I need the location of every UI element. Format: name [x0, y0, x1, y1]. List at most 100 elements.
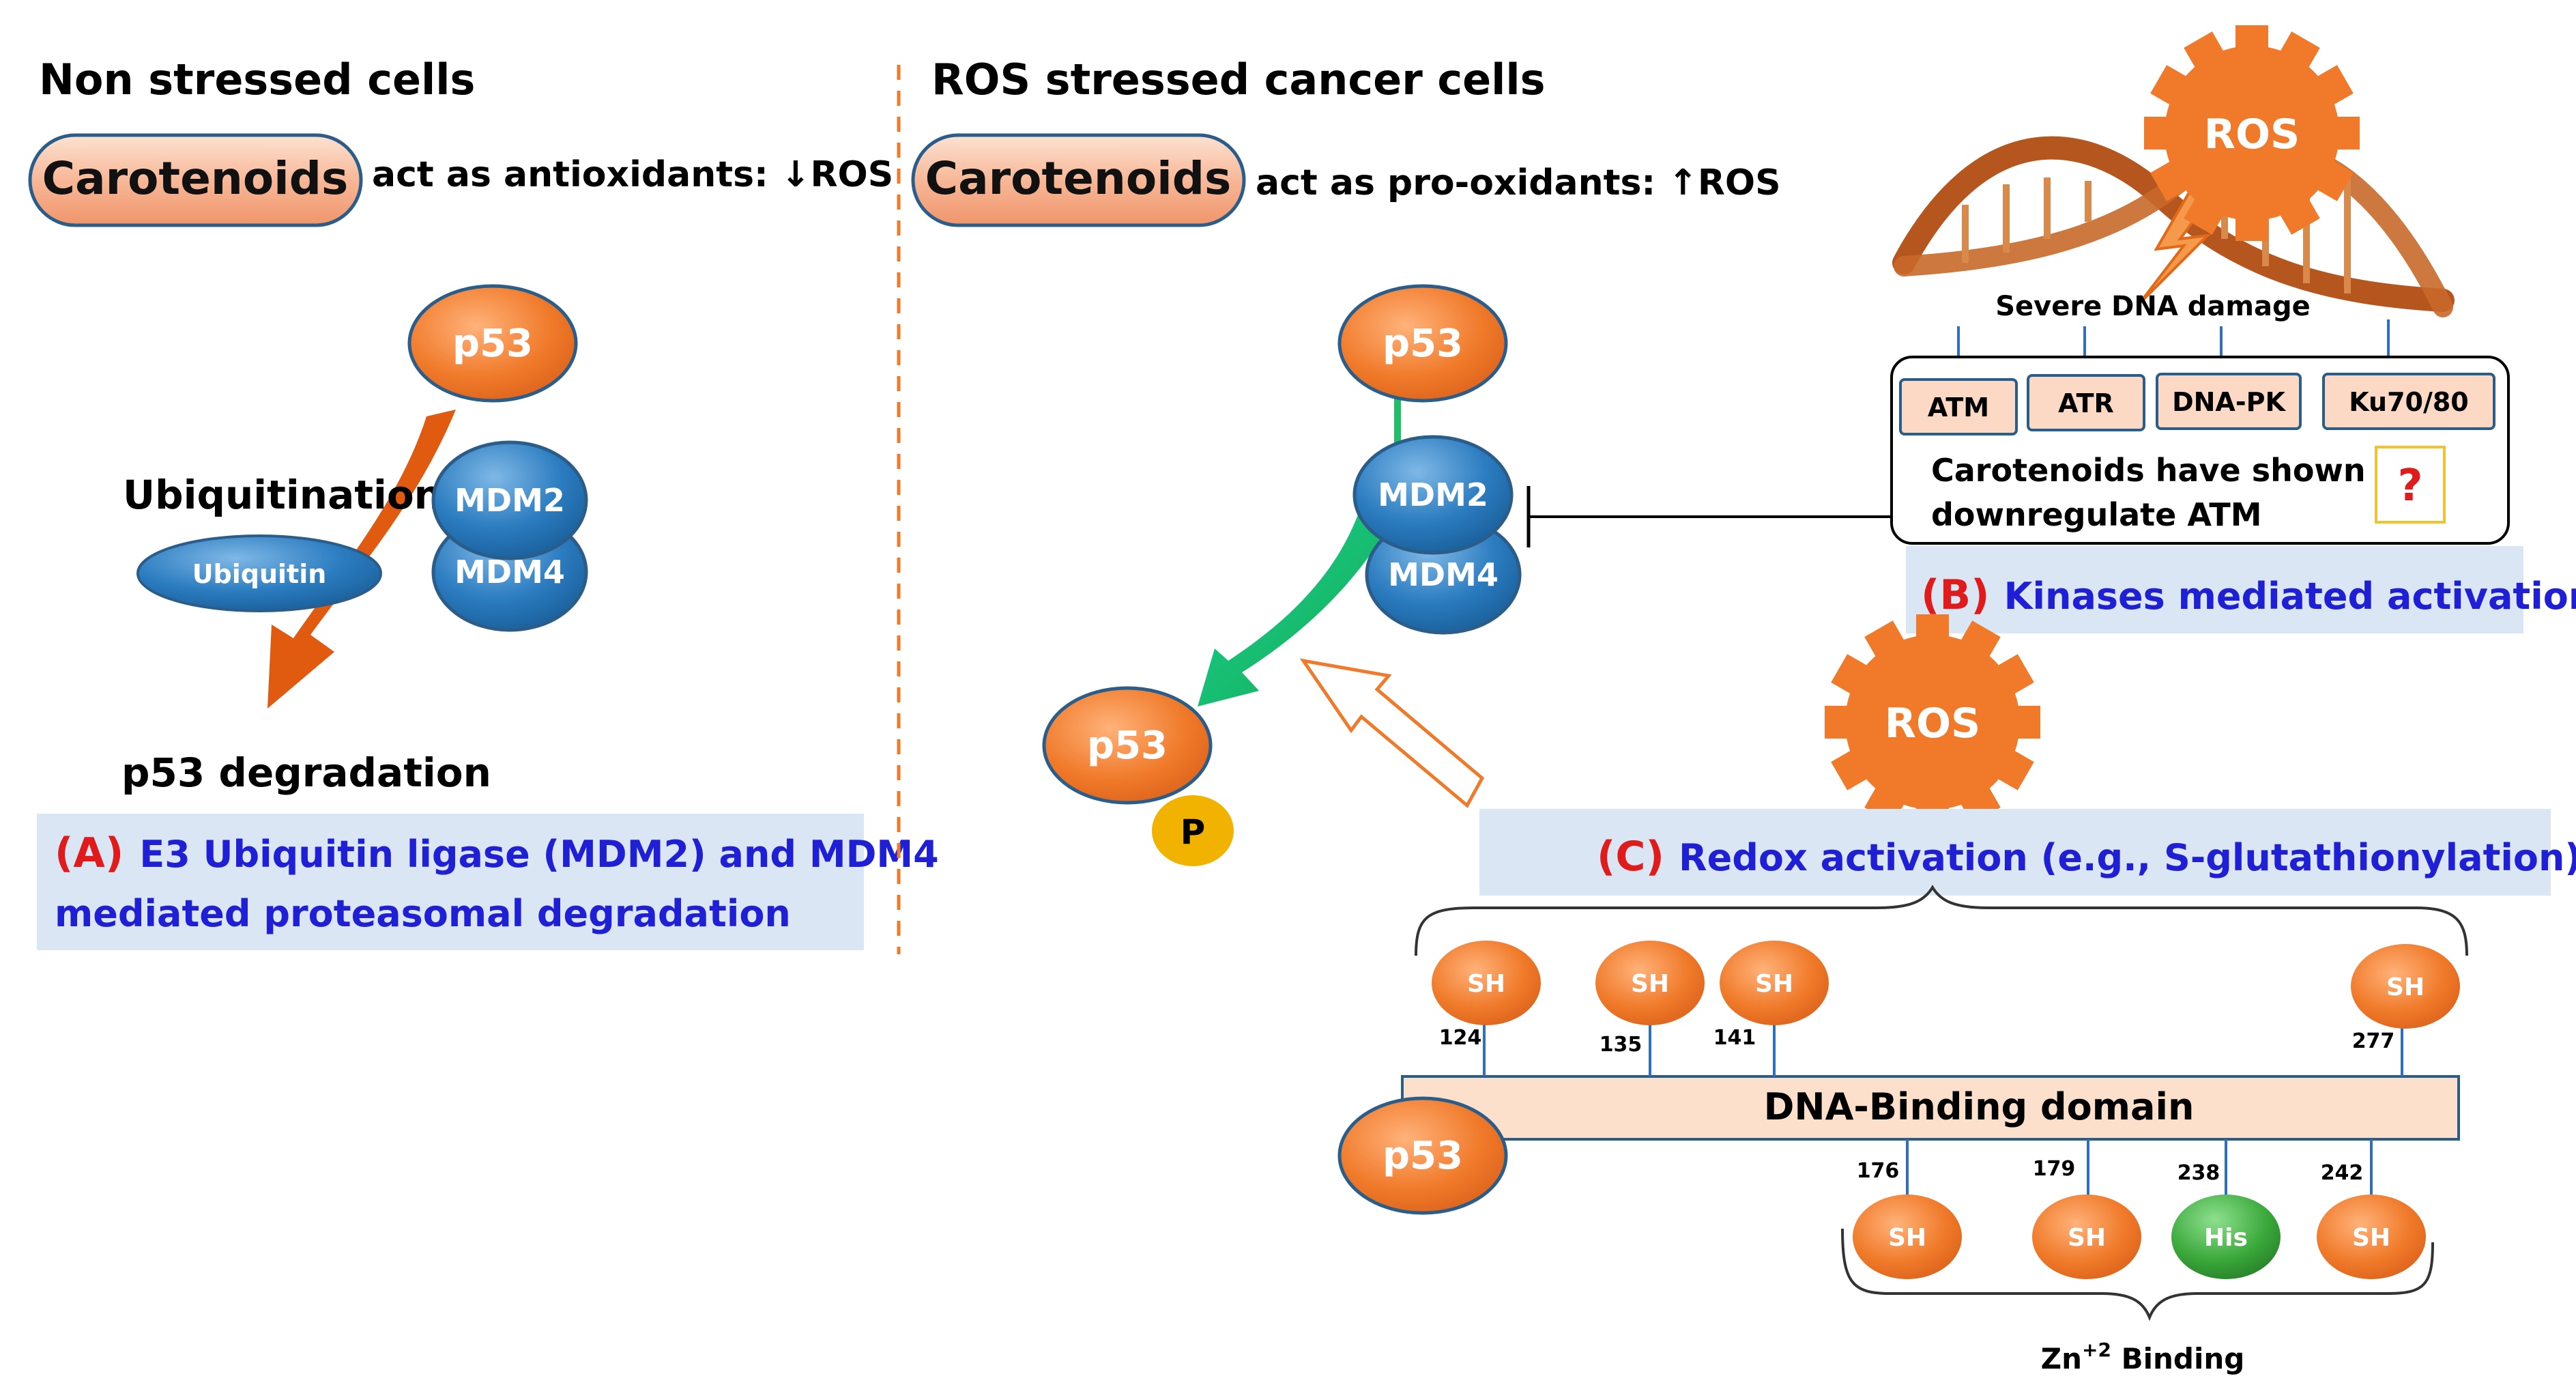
gear-tooth	[2144, 117, 2178, 149]
gear-tooth	[1864, 620, 1910, 667]
kinase-atr	[2027, 374, 2145, 431]
ros-mid-label: ROS	[1885, 700, 1980, 747]
ros-gear-top	[2144, 25, 2360, 241]
p53-degradation-label: p53 degradation	[121, 749, 491, 796]
right-heading: ROS stressed cancer cells	[931, 55, 1546, 104]
residue-141-number: 141	[1713, 1026, 1756, 1050]
top-residues: SH 124 SH 135 SH 141 SH 277	[1432, 941, 2460, 1076]
residue-135: SH 135	[1595, 941, 1705, 1076]
residue-124: SH 124	[1432, 941, 1541, 1076]
gear-tooth	[2274, 31, 2320, 78]
gear-tooth	[2307, 156, 2354, 201]
kinase-atm	[1899, 378, 2018, 435]
redox-arrow	[1299, 658, 1485, 808]
kinase-dnapk-label: DNA-PK	[2172, 387, 2286, 417]
gear-tooth	[2150, 156, 2197, 201]
residue-124-number: 124	[1439, 1026, 1482, 1050]
caption-a-letter: (A)	[55, 829, 124, 877]
right-panel: ROS stressed cancer cells Carotenoids ac…	[911, 25, 2576, 1375]
dna-damage-label: Severe DNA damage	[1995, 291, 2311, 322]
residue-242-number: 242	[2321, 1161, 2364, 1185]
ros-gear-mid	[1825, 614, 2040, 830]
residue-277-label: SH	[2386, 973, 2425, 1001]
mdm2-right	[1352, 435, 1514, 555]
residue-238-label: His	[2204, 1224, 2248, 1252]
top-brace	[1415, 885, 2468, 956]
zinc-base: Zn	[2041, 1342, 2082, 1375]
mdm2-left	[431, 440, 588, 560]
p53-right-top-label: p53	[1383, 322, 1463, 366]
kinase-ku7080	[2322, 373, 2495, 430]
gear-tooth	[2235, 25, 2268, 59]
kinase-atm-label: ATM	[1928, 392, 1989, 423]
question-mark: ?	[2397, 461, 2422, 511]
p53-activated	[1042, 686, 1213, 805]
residue-238: His 238	[2171, 1139, 2281, 1279]
caption-b-text: Kinases mediated activation	[2004, 575, 2576, 618]
residue-277-number: 277	[2352, 1029, 2395, 1053]
zinc-rest: Binding	[2111, 1342, 2244, 1375]
gear-tooth	[2006, 706, 2040, 739]
bottom-brace	[1841, 1228, 2434, 1322]
residue-242-label: SH	[2352, 1224, 2390, 1252]
gear-tooth	[2307, 65, 2354, 111]
ubiquitin-label: Ubiquitin	[192, 559, 327, 589]
gear-tooth	[1831, 654, 1877, 700]
residue-124-label: SH	[1467, 970, 1505, 998]
gear-tooth	[2150, 65, 2197, 111]
caption-b-box	[1906, 546, 2523, 633]
gear-tooth	[2326, 117, 2360, 149]
activation-arrow	[1198, 505, 1399, 706]
left-heading: Non stressed cells	[39, 55, 475, 104]
residue-179-number: 179	[2033, 1157, 2076, 1181]
kinase-note-line1: Carotenoids have shown to	[1931, 452, 2413, 489]
caption-a-text1: E3 Ubiquitin ligase (MDM2) and MDM4	[139, 833, 938, 876]
prooxidant-text: act as pro-oxidants: ↑ROS	[1256, 162, 1781, 203]
residue-179-label: SH	[2068, 1224, 2106, 1252]
mdm2-left-label: MDM2	[454, 482, 565, 519]
residue-238-number: 238	[2177, 1161, 2220, 1185]
carotenoids-label-right: Carotenoids	[925, 152, 1232, 205]
residue-277: SH 277	[2351, 944, 2460, 1076]
kinase-ku7080-label: Ku70/80	[2349, 387, 2468, 417]
dna-binding-domain-label: DNA-Binding domain	[1764, 1085, 2195, 1128]
residue-141-label: SH	[1755, 970, 1793, 998]
left-panel: Non stressed cells Carotenoids act as an…	[28, 55, 939, 950]
kinase-note-line2: downregulate ATM	[1931, 496, 2262, 533]
residue-242: SH 242	[2317, 1139, 2426, 1279]
ubiquitination-label: Ubiquitination	[123, 472, 442, 518]
caption-a-line2: mediated proteasomal degradation	[55, 892, 791, 935]
p53-right-top	[1337, 284, 1508, 403]
zinc-sup: +2	[2082, 1339, 2111, 1361]
caption-c: (C) Redox activation (e.g., S-glutathion…	[1597, 833, 2576, 881]
carotenoids-pill-right	[911, 133, 1246, 227]
p53-activated-label: p53	[1087, 724, 1168, 768]
residue-176-label: SH	[1888, 1224, 1926, 1252]
carotenoids-label-left: Carotenoids	[42, 152, 349, 205]
bottom-residues: SH 176 SH 179 His 238 SH 242	[1853, 1139, 2426, 1279]
gear-tooth	[1916, 614, 1949, 648]
residue-176: SH 176	[1853, 1139, 1962, 1279]
mdm2-right-label: MDM2	[1378, 476, 1488, 513]
p53-domain	[1337, 1096, 1508, 1215]
phospho-circle	[1152, 795, 1234, 866]
carotenoids-pill-left	[28, 133, 363, 227]
caption-c-letter: (C)	[1597, 833, 1664, 881]
p53-domain-label: p53	[1383, 1134, 1463, 1178]
gear-tooth	[1955, 620, 2001, 667]
mdm4-right-label: MDM4	[1388, 556, 1499, 593]
p53-left	[407, 284, 578, 403]
ubiquitin-ellipse	[136, 534, 382, 612]
caption-a-line1: (A) E3 Ubiquitin ligase (MDM2) and MDM4	[55, 829, 939, 877]
caption-a-box	[37, 814, 864, 950]
gear-tooth	[1831, 745, 1877, 790]
question-box	[2375, 446, 2446, 524]
gear-tooth	[2184, 188, 2229, 235]
gear-tooth	[2235, 207, 2268, 241]
phospho-label: P	[1181, 812, 1206, 852]
residue-176-number: 176	[1857, 1159, 1900, 1183]
caption-c-text: Redox activation (e.g., S-glutathionylat…	[1679, 836, 2576, 879]
kinase-dnapk	[2156, 373, 2302, 430]
kinase-atr-label: ATR	[2058, 388, 2114, 418]
